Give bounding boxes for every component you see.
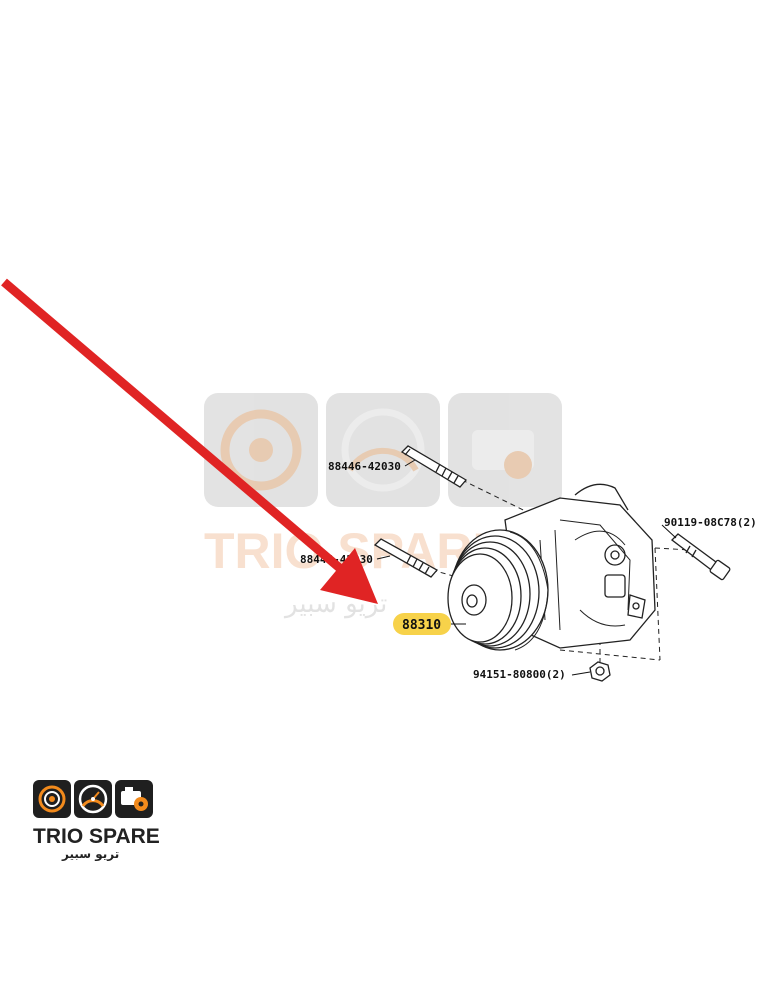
stud-lower-drawing <box>373 538 439 578</box>
arrow-shaft <box>1 278 345 574</box>
compressor-pulley <box>447 529 549 651</box>
bolt-right-drawing <box>671 533 731 581</box>
brand-logo: TRIO SPARE تريو سبير <box>33 780 160 862</box>
main-part-highlight <box>393 613 451 635</box>
nut-bottom-drawing <box>589 661 611 682</box>
watermark-engine-icon <box>472 430 534 470</box>
logo-arabic-text: تريو سبير <box>61 847 119 862</box>
logo-brand-text: TRIO SPARE <box>33 825 160 848</box>
pulley-hub <box>461 584 487 616</box>
watermark-gauge-icon <box>341 408 425 492</box>
arrow-head <box>320 548 378 604</box>
watermark-speaker-icon <box>220 409 302 491</box>
compressor-top-bracket <box>574 483 629 511</box>
label-main-part: 88310 <box>402 618 441 633</box>
speaker-icon <box>38 785 66 813</box>
watermark-speaker-center <box>249 438 273 462</box>
stud-upper-drawing <box>400 445 467 488</box>
watermark-tile-right <box>448 393 562 507</box>
pointer-arrow <box>1 278 378 604</box>
label-bolt-right: 90119-08C78(2) <box>664 516 757 529</box>
gauge-icon <box>78 784 108 814</box>
watermark-engine-gear <box>504 451 532 479</box>
watermark-gauge-arc <box>347 447 419 472</box>
engine-icon <box>121 787 148 811</box>
watermark-icons <box>220 408 534 492</box>
label-stud-upper: 88446-42030 <box>328 460 401 473</box>
compressor-illustration <box>373 445 731 682</box>
watermark-tile-middle <box>326 393 440 507</box>
compressor-port <box>604 544 626 566</box>
label-nut-bottom: 94151-80800(2) <box>473 668 566 681</box>
compressor-valve <box>604 574 626 598</box>
